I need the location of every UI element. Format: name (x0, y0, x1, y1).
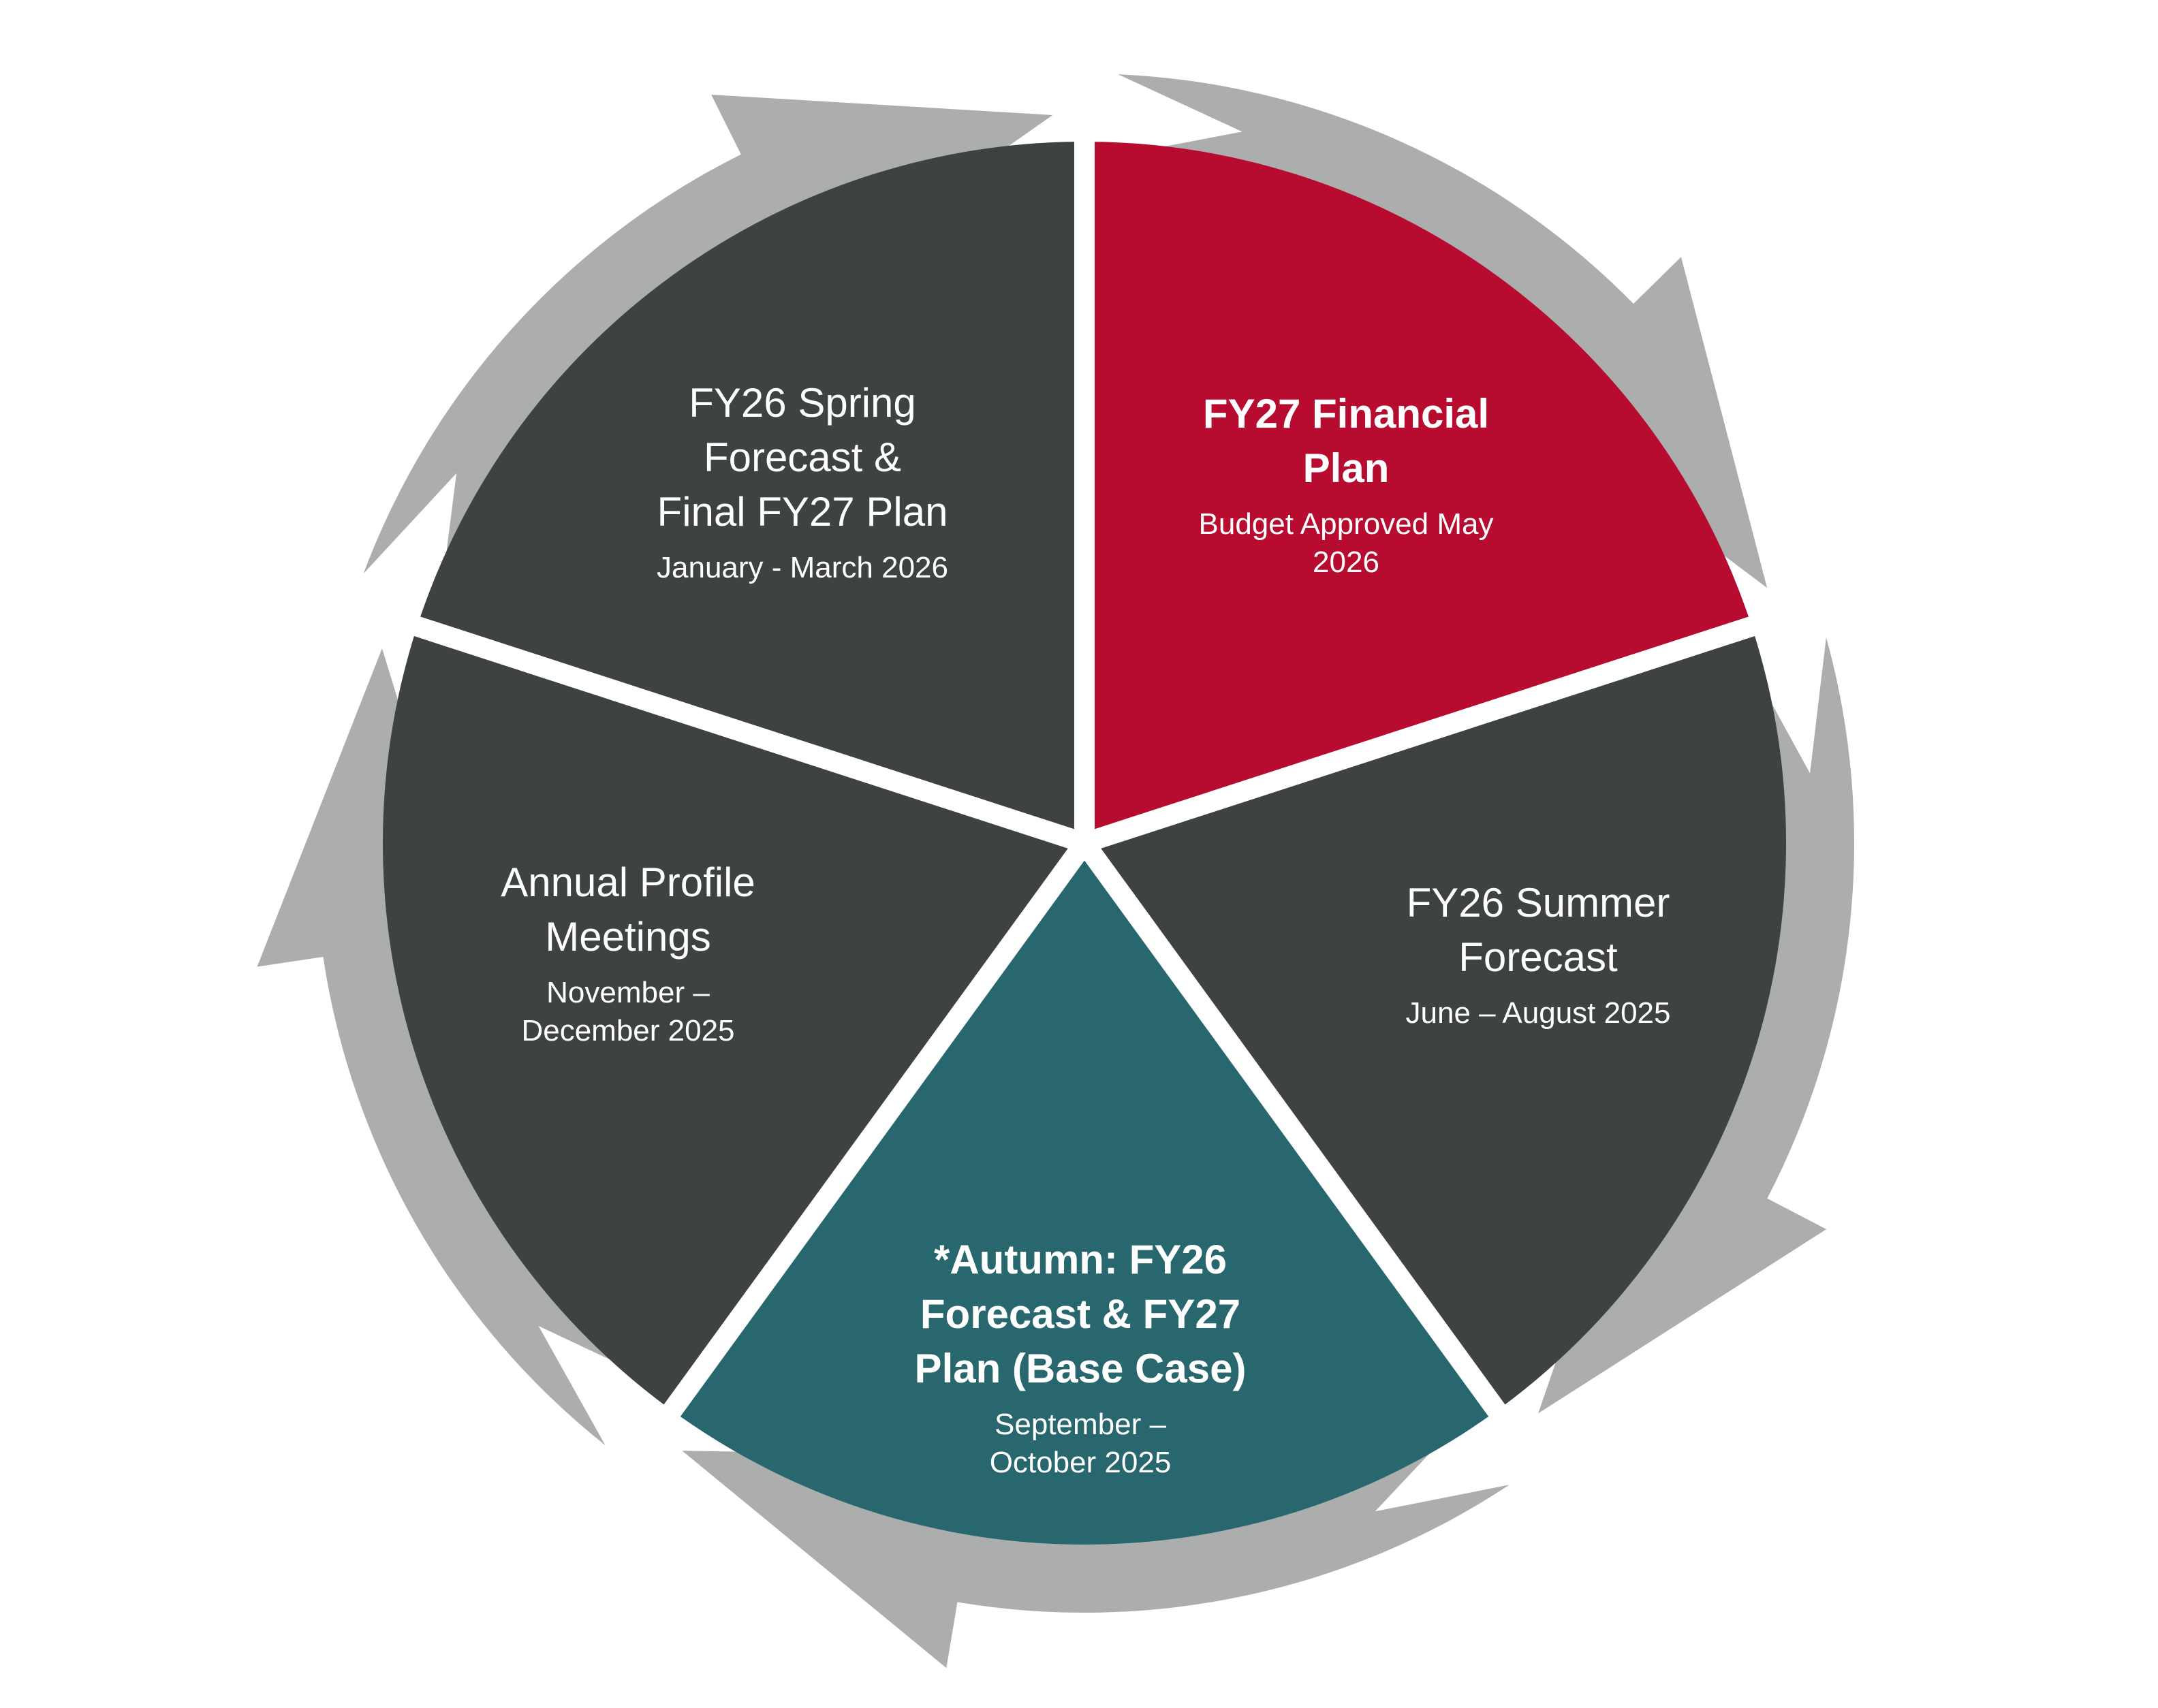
cycle-segments (258, 0, 1911, 1549)
segment-divider-2 (1081, 566, 1911, 853)
segment-date-line: September – (995, 1408, 1166, 1441)
segment-title-line: Plan (Base Case) (915, 1346, 1247, 1391)
segment-divider-5 (258, 566, 1088, 853)
segment-divider-3 (1076, 837, 1601, 1549)
segment-title-line: Forecast (1458, 934, 1618, 980)
cycle-arrow-4 (257, 648, 657, 1446)
segment-fy27-financial-plan (1084, 142, 1752, 843)
segment-title-line: Forecast & (704, 434, 901, 480)
segment-date-line: June – August 2025 (1406, 996, 1671, 1030)
segment-title-line: FY26 Summer (1407, 880, 1670, 926)
segment-date-line: October 2025 (990, 1446, 1172, 1479)
segment-fy26-spring-forecast (417, 141, 1084, 843)
segment-date-line: Budget Approved May (1199, 507, 1494, 541)
segment-title-line: *Autumn: FY26 (934, 1237, 1227, 1282)
segment-fy26-summer-forecast (1084, 626, 1787, 1411)
segment-date-line: January - March 2026 (657, 551, 948, 584)
segment-title-line: Annual Profile (501, 859, 755, 905)
segment-title-line: Plan (1303, 445, 1390, 491)
segment-annual-profile-meetings (382, 626, 1084, 1411)
segment-title-line: FY26 Spring (689, 380, 916, 426)
segment-date-line: 2026 (1313, 545, 1379, 579)
segment-title-line: Forecast & FY27 (920, 1291, 1240, 1337)
segment-title-line: Meetings (545, 914, 710, 960)
segment-title-line: Final FY27 Plan (657, 489, 948, 535)
segment-date-line: December 2025 (521, 1014, 734, 1047)
segment-divider-4 (567, 837, 1093, 1549)
segment-autumn-forecast-plan (672, 843, 1497, 1545)
segment-title-line: FY27 Financial (1203, 391, 1489, 437)
segment-date-line: November – (546, 976, 710, 1009)
